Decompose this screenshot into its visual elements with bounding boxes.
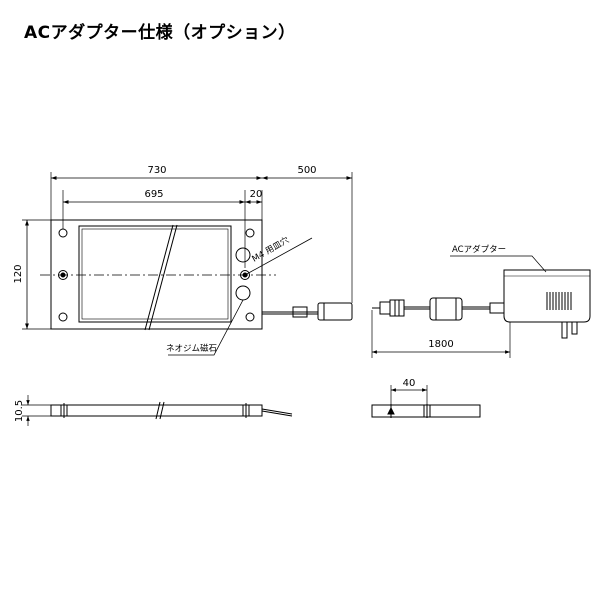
- adapter-dimension: [371, 255, 547, 358]
- dim-text-10-5: 10.5: [14, 400, 25, 422]
- dim-text-730: 730: [147, 165, 166, 176]
- m4-hole-label: M4 用皿穴: [250, 234, 291, 264]
- break-line: [148, 224, 178, 331]
- side-cable: [261, 408, 293, 415]
- dc-plug-grip: [389, 299, 405, 317]
- strain-relief: [489, 302, 505, 314]
- dimension-lines: [25, 176, 352, 356]
- adapter-leader: [450, 255, 547, 273]
- magnet-label: ネオジム磁石: [166, 343, 217, 354]
- side-view: [50, 401, 293, 420]
- dim-text-40: 40: [403, 378, 416, 389]
- side-profile: [50, 404, 263, 417]
- front-view: [40, 219, 353, 331]
- dc-plug: [379, 301, 391, 315]
- side-cable: [261, 410, 293, 417]
- light-window-inner: [81, 228, 229, 320]
- m4-hole-inner: [60, 272, 66, 278]
- m4-hole: [58, 270, 68, 280]
- m4-hole: [240, 270, 250, 280]
- light-window: [78, 225, 232, 323]
- cable-boot: [292, 306, 308, 318]
- adapter-label: ACアダプター: [452, 244, 506, 255]
- adapter-body: [503, 269, 591, 323]
- end-magnet: [423, 404, 431, 418]
- connector-body: [317, 302, 353, 321]
- dim-text-120: 120: [13, 264, 24, 283]
- break-line: [144, 224, 174, 331]
- plug-prong: [561, 321, 568, 339]
- end-view: [371, 404, 481, 418]
- magnet-leader: [168, 299, 244, 356]
- dim-text-695: 695: [144, 189, 163, 200]
- corner-hole: [58, 312, 68, 322]
- dim-text-1800: 1800: [428, 339, 453, 350]
- dim-text-500: 500: [297, 165, 316, 176]
- dim-text-20: 20: [250, 189, 263, 200]
- corner-hole: [245, 228, 255, 238]
- extension-lines: [22, 172, 353, 330]
- magnet-circle: [235, 285, 251, 301]
- magnet-circle: [235, 247, 251, 263]
- end-dimension: [390, 385, 428, 404]
- plug-prong: [571, 321, 578, 335]
- m4-leader: [244, 237, 313, 276]
- corner-hole: [245, 312, 255, 322]
- page-title: ACアダプター仕様（オプション）: [24, 23, 296, 43]
- ferrite-core: [429, 297, 463, 321]
- ac-adapter-view: [372, 269, 591, 339]
- side-dimension: [22, 395, 51, 426]
- end-profile: [371, 404, 481, 418]
- panel-outline: [50, 219, 263, 330]
- corner-hole: [58, 228, 68, 238]
